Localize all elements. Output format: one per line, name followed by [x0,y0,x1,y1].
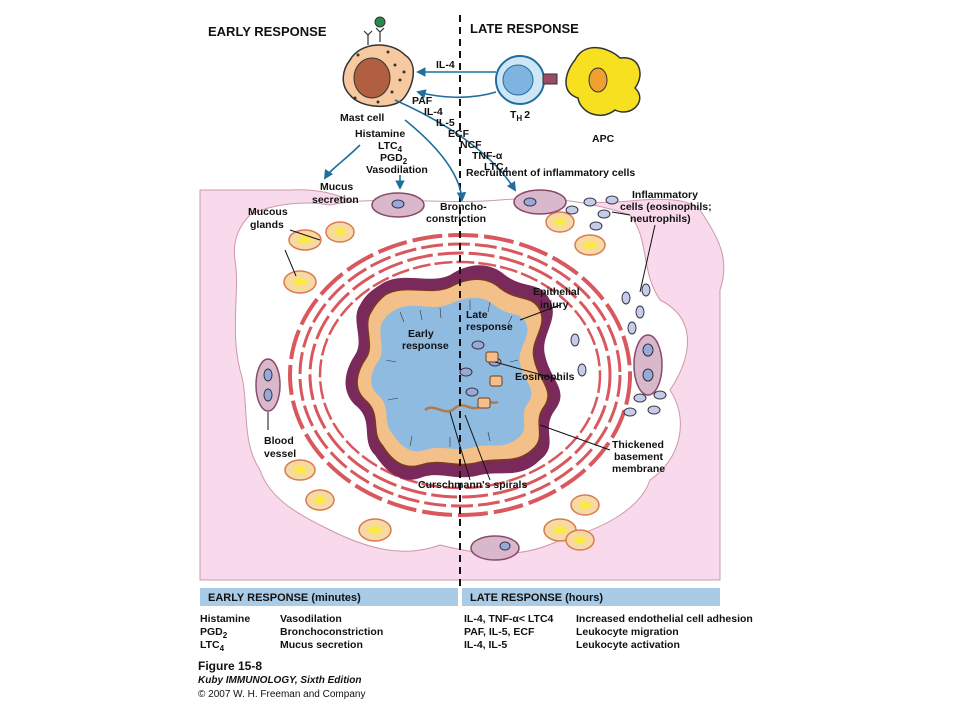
late-response-header: LATE RESPONSE [470,21,579,36]
bronchoconstriction-label: Broncho-constriction [426,201,487,225]
early-table-bar [200,588,458,606]
early-table-mediator: PGD2 [200,626,228,640]
early-table-mediator: Histamine [200,613,250,625]
late-table-mediator: IL-4, IL-5 [464,639,507,651]
eosinophils-label: Eosinophils [515,371,575,383]
late-mediator-item: IL-5 [436,117,455,129]
inflammatory-cells [565,195,667,417]
early-table-effect: Bronchoconstriction [280,626,383,638]
late-mediator-item: NCF [460,139,482,151]
detached-epithelial-cells [477,351,503,409]
early-mediator-item: PGD2 [380,152,408,166]
early-response-header: EARLY RESPONSE [208,24,327,39]
late-mediator-item: PAF [412,95,433,107]
label-pointers [267,211,656,481]
curschmann-label: Curschmann's spirals [418,479,527,491]
late-table-effect: Leukocyte migration [576,626,679,638]
early-table-effect: Mucus secretion [280,639,363,651]
mast-cell [342,16,415,107]
late-table: IL-4, TNF-α< LTC4 Increased endothelial c… [464,613,753,651]
early-table-mediator: LTC4 [200,639,225,653]
late-table-title: LATE RESPONSE (hours) [470,592,603,604]
copyright: © 2007 W. H. Freeman and Company [198,689,365,700]
apc-cell [565,47,641,116]
recruitment-label: Recruitment of inflammatory cells [466,167,635,179]
early-mediator-item: LTC4 [378,140,403,154]
early-table-effect: Vasodilation [280,613,342,625]
apc-label: APC [592,133,615,145]
mast-cell-label: Mast cell [340,112,384,124]
book-title: Kuby IMMUNOLOGY, Sixth Edition [198,675,362,686]
late-mediator-item: IL-4 [424,106,443,118]
response-arrows [323,67,517,202]
late-table-mediator: IL-4, TNF-α< LTC4 [464,613,554,625]
late-mediator-item: TNF-α [472,150,503,162]
early-mediator-item: Vasodilation [366,164,428,176]
th2-cell [495,55,558,105]
blood-vessels [255,189,663,561]
figure-number: Figure 15-8 [198,659,262,673]
early-table-title: EARLY RESPONSE (minutes) [208,592,361,604]
cilia [385,300,519,447]
late-table-effect: Increased endothelial cell adhesion [576,613,753,625]
lumen-eosinophils [459,340,502,397]
late-table-effect: Leukocyte activation [576,639,680,651]
lumen [371,297,532,452]
late-mediator-item: LTC4 [484,161,509,175]
mucous-glands [283,211,606,551]
curschmann-spiral [424,400,499,413]
blood-cells [263,197,654,551]
late-table-bar [462,588,720,606]
early-mediator-item: Histamine [355,128,405,140]
il4-top-label: IL-4 [436,59,455,71]
late-mediator-item: ECF [448,128,470,140]
late-table-mediator: PAF, IL-5, ECF [464,626,535,638]
